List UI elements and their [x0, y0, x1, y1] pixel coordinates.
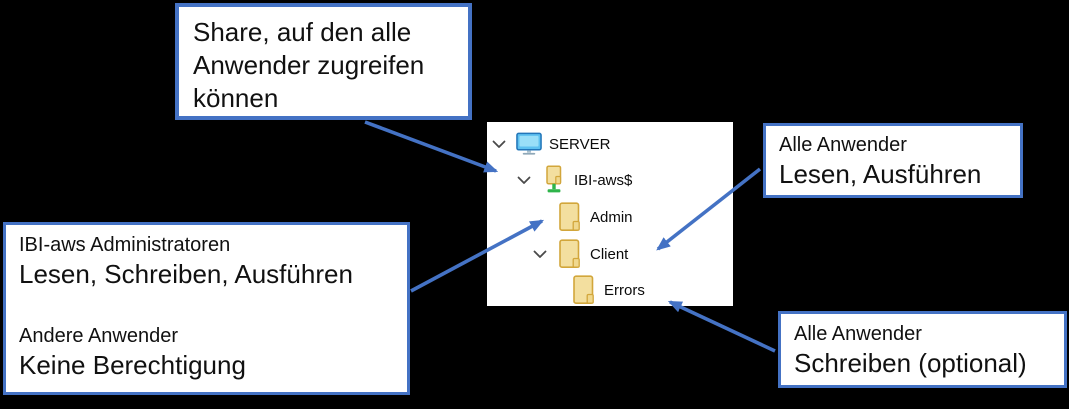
- folder-icon: [571, 275, 597, 305]
- errors-permission: Schreiben (optional): [794, 348, 1027, 378]
- admin-group1-permission: Lesen, Schreiben, Ausführen: [19, 259, 353, 289]
- annotation-share-text: Share, auf den alle Anwender zugreifen k…: [193, 17, 425, 113]
- computer-icon: [516, 132, 542, 156]
- tree-row-admin[interactable]: Admin: [487, 199, 733, 235]
- client-group-label: Alle Anwender: [779, 134, 907, 156]
- tree-label-server: SERVER: [549, 135, 611, 153]
- admin-group1-label: IBI-aws Administratoren: [19, 234, 231, 256]
- tree-row-server[interactable]: SERVER: [487, 126, 733, 162]
- chevron-down-icon[interactable]: [517, 176, 531, 185]
- folder-tree-panel: SERVER IBI-aws$: [487, 122, 733, 306]
- tree-label-ibi-aws-share: IBI-aws$: [574, 171, 633, 189]
- annotation-admin-permissions: IBI-aws Administratoren Lesen, Schreiben…: [3, 222, 410, 395]
- client-permission: Lesen, Ausführen: [779, 159, 982, 189]
- chevron-down-icon[interactable]: [533, 250, 547, 259]
- tree-label-admin: Admin: [590, 208, 633, 226]
- admin-group2-permission: Keine Berechtigung: [19, 350, 246, 380]
- annotation-client-permissions: Alle Anwender Lesen, Ausführen: [763, 123, 1023, 198]
- shared-folder-icon: [541, 165, 567, 195]
- chevron-down-icon[interactable]: [492, 140, 506, 149]
- spacer: [19, 291, 399, 323]
- folder-icon: [557, 239, 583, 269]
- annotation-errors-permissions: Alle Anwender Schreiben (optional): [778, 311, 1067, 388]
- tree-row-errors[interactable]: Errors: [487, 272, 733, 308]
- arrow-share-to-ibiaws: [364, 120, 499, 173]
- admin-group2-label: Andere Anwender: [19, 325, 179, 347]
- tree-row-client[interactable]: Client: [487, 236, 733, 272]
- annotation-share: Share, auf den alle Anwender zugreifen k…: [175, 3, 472, 120]
- tree-label-errors: Errors: [604, 281, 645, 299]
- arrow-errorperms-to-errors: [667, 300, 776, 353]
- folder-icon: [557, 202, 583, 232]
- errors-group-label: Alle Anwender: [794, 323, 922, 345]
- tree-row-ibi-aws-share[interactable]: IBI-aws$: [487, 162, 733, 198]
- tree-label-client: Client: [590, 245, 629, 263]
